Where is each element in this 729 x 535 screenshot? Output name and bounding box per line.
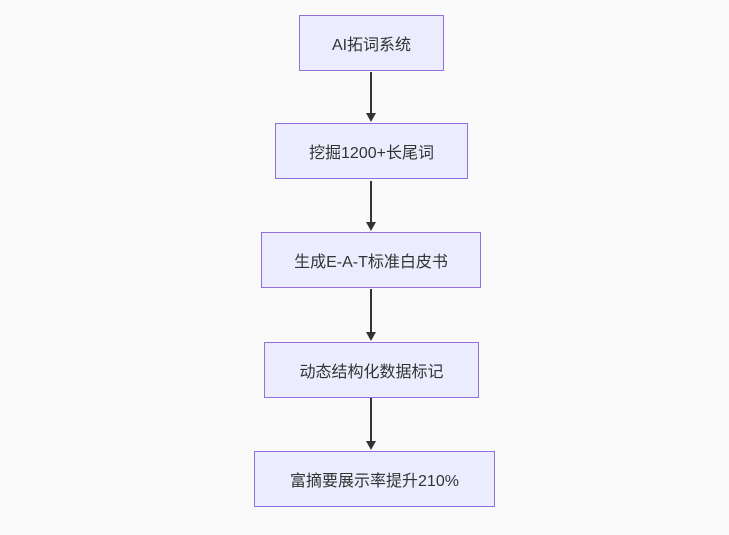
flow-node-eat-whitepaper: 生成E-A-T标准白皮书 — [261, 232, 481, 288]
flow-arrow-3 — [366, 289, 377, 341]
arrow-head-icon — [366, 332, 376, 341]
arrow-head-icon — [366, 113, 376, 122]
flow-arrow-2 — [366, 181, 377, 231]
flow-arrow-4 — [366, 398, 377, 450]
arrow-line — [370, 72, 372, 115]
flow-node-rich-snippet-result: 富摘要展示率提升210% — [254, 451, 495, 507]
arrow-line — [370, 398, 372, 443]
arrow-line — [370, 289, 372, 334]
flow-node-ai-keyword-system: AI拓词系统 — [299, 15, 444, 71]
arrow-line — [370, 181, 372, 224]
flow-arrow-1 — [366, 72, 377, 122]
flow-node-structured-data-markup: 动态结构化数据标记 — [264, 342, 479, 398]
arrow-head-icon — [366, 222, 376, 231]
flow-node-longtail-mining: 挖掘1200+长尾词 — [275, 123, 468, 179]
arrow-head-icon — [366, 441, 376, 450]
